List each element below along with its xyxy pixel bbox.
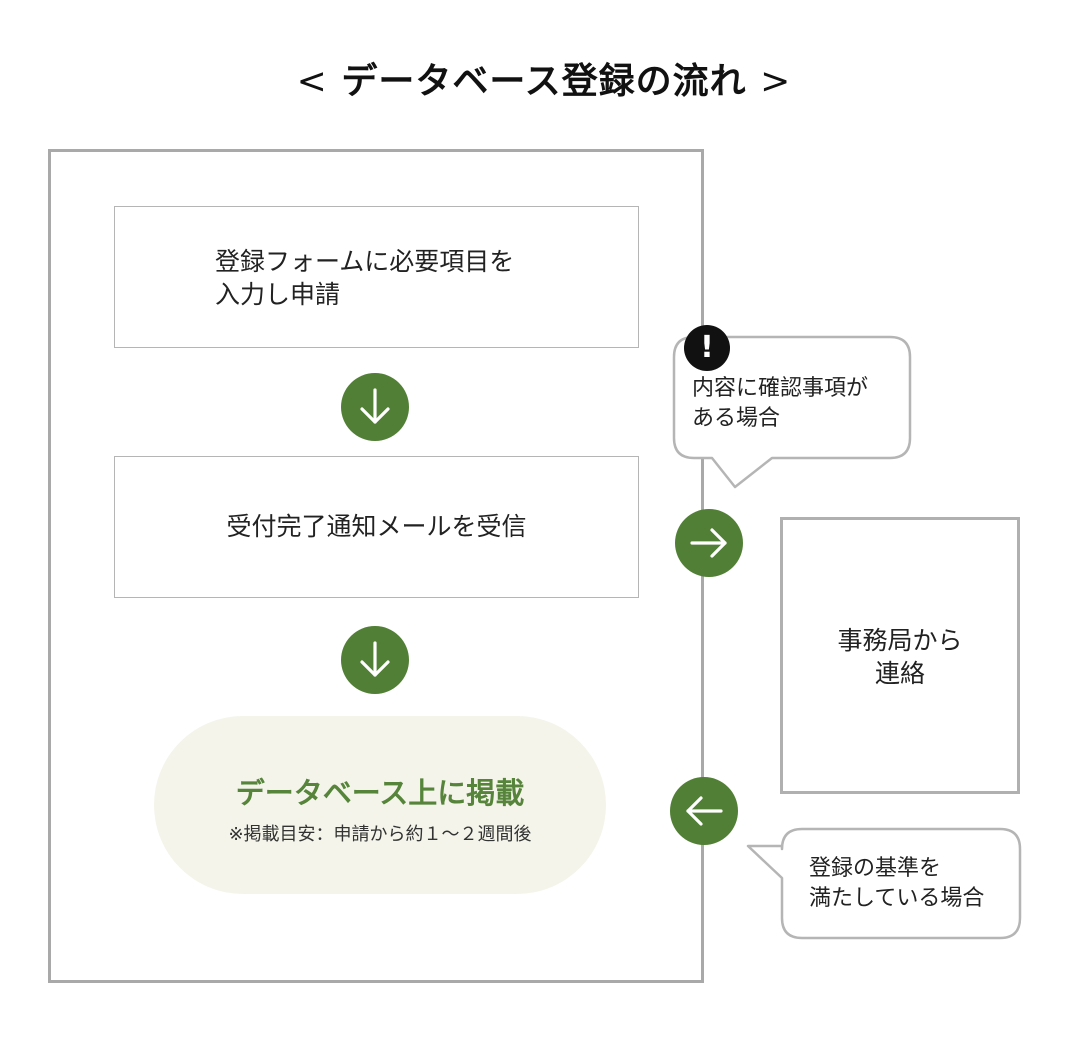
page-title: < データベース登録の流れ > xyxy=(0,52,1088,104)
office-contact-line1: 事務局から xyxy=(837,626,963,655)
office-contact-line2: 連絡 xyxy=(874,659,925,688)
office-contact-text: 事務局から 連絡 xyxy=(783,624,1017,690)
bubble-criteria-line2: 満たしている場合 xyxy=(809,886,985,911)
bubble-criteria-line1: 登録の基準を xyxy=(809,856,942,881)
bubble-confirm-line1: 内容に確認事項が xyxy=(692,376,869,401)
title-text: データベース登録の流れ xyxy=(341,61,747,102)
step-publish-title: データベース上に掲載 xyxy=(235,776,525,810)
step-receive-text: 受付完了通知メールを受信 xyxy=(226,512,527,541)
arrow-down-icon xyxy=(341,626,409,694)
bubble-confirm-outline xyxy=(672,335,912,489)
step-apply-box: 登録フォームに必要項目を 入力し申請 xyxy=(114,206,639,348)
step-publish-note: ※掲載目安：申請から約１～２週間後 xyxy=(228,824,532,845)
bubble-confirm-line2: ある場合 xyxy=(692,406,781,431)
step-apply-line1: 登録フォームに必要項目を xyxy=(215,247,515,276)
arrow-left-icon xyxy=(670,777,738,845)
step-publish-box: データベース上に掲載 ※掲載目安：申請から約１～２週間後 xyxy=(154,716,606,894)
step-apply-line2: 入力し申請 xyxy=(215,280,341,309)
step-apply-text: 登録フォームに必要項目を 入力し申請 xyxy=(215,245,514,311)
bubble-confirm-text: 内容に確認事項が ある場合 xyxy=(692,374,868,434)
title-close-bracket: > xyxy=(760,61,792,102)
arrow-right-icon xyxy=(675,509,743,577)
step-receive-box: 受付完了通知メールを受信 xyxy=(114,456,639,598)
title-open-bracket: < xyxy=(296,61,328,102)
exclamation-icon: ! xyxy=(684,325,730,371)
office-contact-box: 事務局から 連絡 xyxy=(780,517,1020,794)
bubble-criteria-outline xyxy=(746,827,1022,940)
arrow-down-icon xyxy=(341,373,409,441)
bubble-criteria-text: 登録の基準を 満たしている場合 xyxy=(809,854,984,914)
